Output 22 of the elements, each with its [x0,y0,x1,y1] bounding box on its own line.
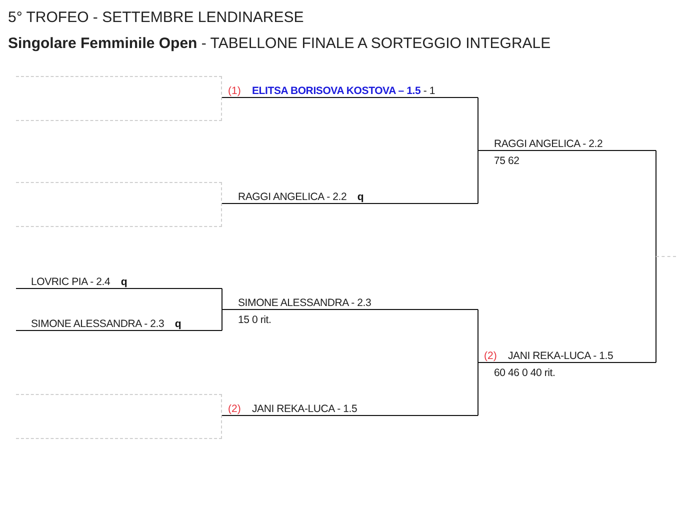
player-name: ELITSA BORISOVA KOSTOVA – 1.5 - 1 [252,85,436,97]
bracket-slot [222,83,478,98]
player-name: RAGGI ANGELICA - 2.2 [494,138,603,150]
title: 5° TROFEO - SETTEMBRE LENDINARESE [8,9,304,26]
player-name: JANI REKA-LUCA - 1.5 [508,350,614,362]
empty-slot [16,394,222,439]
winner-slot-line [656,256,676,257]
empty-slot [16,182,222,227]
player-name: JANI REKA-LUCA - 1.5 [252,403,358,415]
match-score: 15 0 rit. [238,314,272,327]
player-name: RAGGI ANGELICA - 2.2 q [238,191,364,203]
seed-number: (2) [484,350,498,362]
seed-number: (1) [228,85,242,97]
subtitle: Singolare Femminile Open - TABELLONE FINALE A SORTEGGIO INTEGRALE [8,35,551,52]
match-score: 60 46 0 40 rit. [494,367,556,380]
empty-slot [16,76,222,121]
match-score: 75 62 [494,155,520,168]
bracket-slot [222,401,478,416]
player-name: LOVRIC PIA - 2.4 q [31,276,128,288]
seed-number: (2) [228,403,242,415]
player-name: SIMONE ALESSANDRA - 2.3 q [31,318,182,330]
player-name: SIMONE ALESSANDRA - 2.3 [238,297,372,309]
